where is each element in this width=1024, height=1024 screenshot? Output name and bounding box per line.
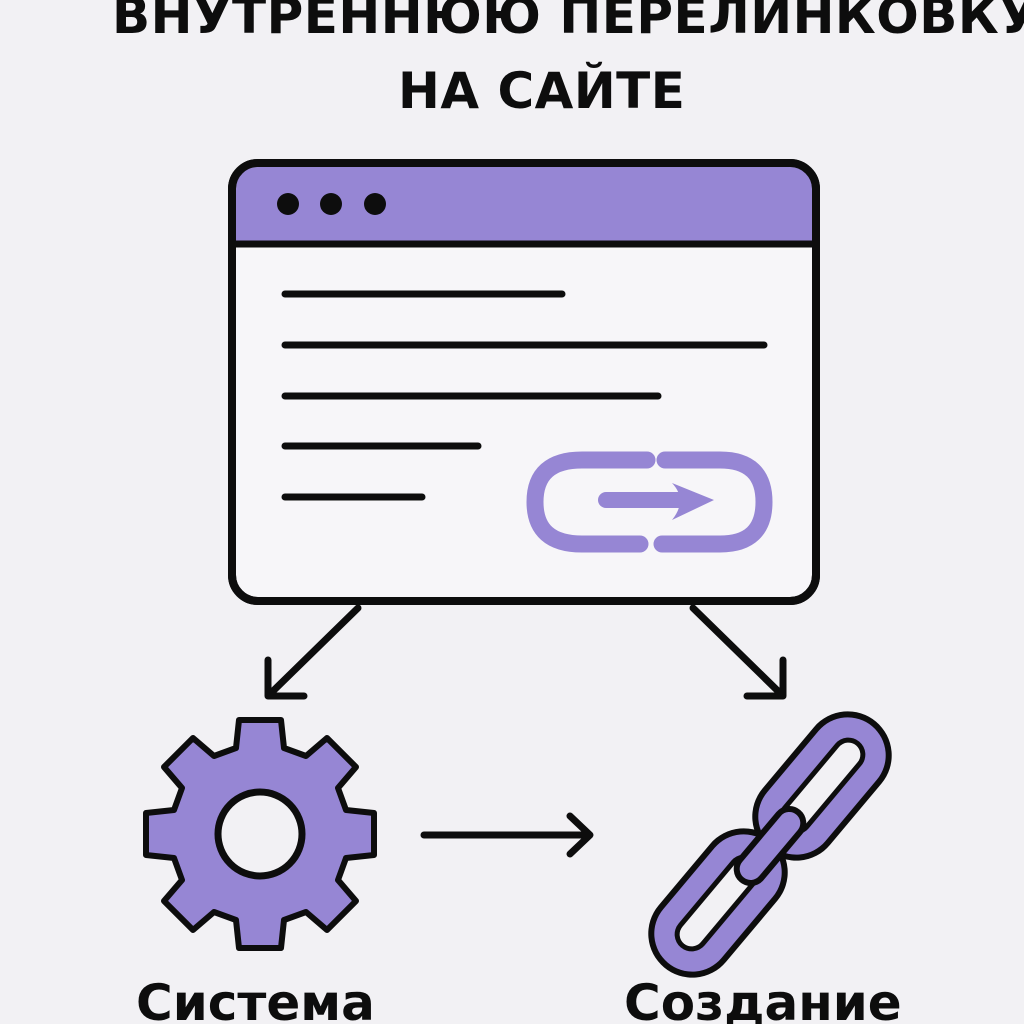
text-lines	[281, 290, 768, 501]
arrow-gear-to-chain	[420, 812, 594, 858]
caption-left: Система	[136, 974, 375, 1024]
browser-window-icon	[228, 159, 820, 605]
gear-icon	[143, 717, 377, 951]
window-dot-1	[277, 193, 299, 215]
window-dot-2	[320, 193, 342, 215]
caption-right: Создание	[624, 974, 902, 1024]
title-line-2: НА САЙТЕ	[398, 62, 686, 120]
arrow-to-chain	[689, 604, 787, 700]
link-arrow-icon	[526, 451, 773, 553]
title-line-1: ВНУТРЕННЮЮ ПЕРЕЛИНКОВКУ	[112, 0, 1024, 45]
chain-link-icon	[648, 711, 892, 978]
window-dot-3	[364, 193, 386, 215]
arrow-to-gear	[264, 604, 362, 700]
